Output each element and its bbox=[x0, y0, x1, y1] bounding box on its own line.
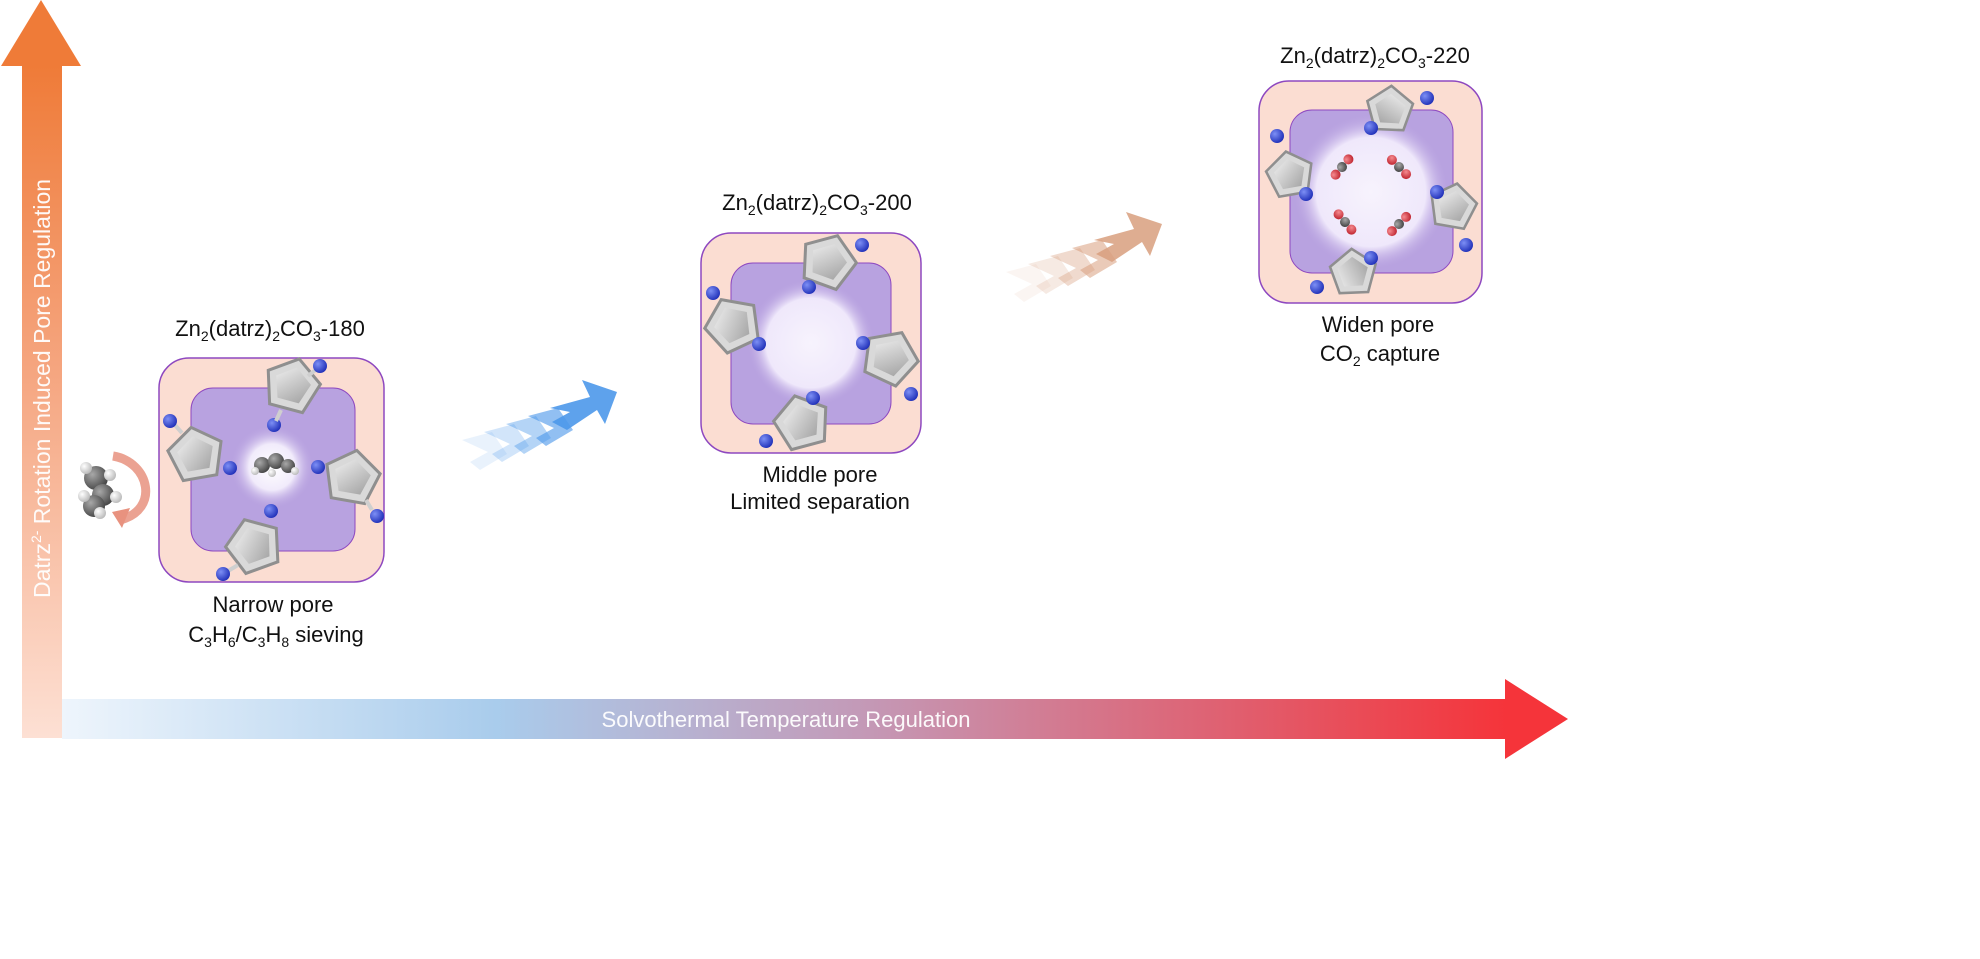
transition-arrow-1 bbox=[462, 380, 617, 470]
framework-200-formula: Zn2(datrz)2CO3-200 bbox=[722, 190, 912, 218]
framework-220-application: CO2 capture bbox=[1320, 341, 1440, 369]
framework-200: Zn2(datrz)2CO3-200 Middle pore Limited s… bbox=[695, 190, 928, 514]
horizontal-arrow bbox=[62, 679, 1568, 759]
framework-180-formula: Zn2(datrz)2CO3-180 bbox=[175, 316, 365, 344]
framework-180-application: C3H6/C3H8 sieving bbox=[188, 622, 363, 650]
horizontal-axis-label: Solvothermal Temperature Regulation bbox=[602, 707, 971, 732]
vertical-axis-label: Datrz2- Rotation Induced Pore Regulation bbox=[28, 179, 55, 598]
rotation-indicator bbox=[78, 451, 151, 528]
transition-arrow-2 bbox=[1006, 212, 1162, 302]
vertical-arrow bbox=[1, 0, 81, 738]
framework-200-application: Limited separation bbox=[730, 489, 910, 514]
framework-220-formula: Zn2(datrz)2CO3-220 bbox=[1280, 43, 1470, 71]
framework-180: Zn2(datrz)2CO3-180 Narrow bbox=[158, 316, 385, 650]
framework-220-pore-label: Widen pore bbox=[1322, 312, 1435, 337]
framework-180-pore-label: Narrow pore bbox=[212, 592, 333, 617]
framework-220: Zn2(datrz)2CO3-220 bbox=[1258, 43, 1483, 369]
framework-200-pore-label: Middle pore bbox=[763, 462, 878, 487]
propylene-molecule bbox=[78, 462, 122, 519]
co2-molecules bbox=[1330, 154, 1412, 237]
guest-molecule bbox=[251, 453, 299, 477]
